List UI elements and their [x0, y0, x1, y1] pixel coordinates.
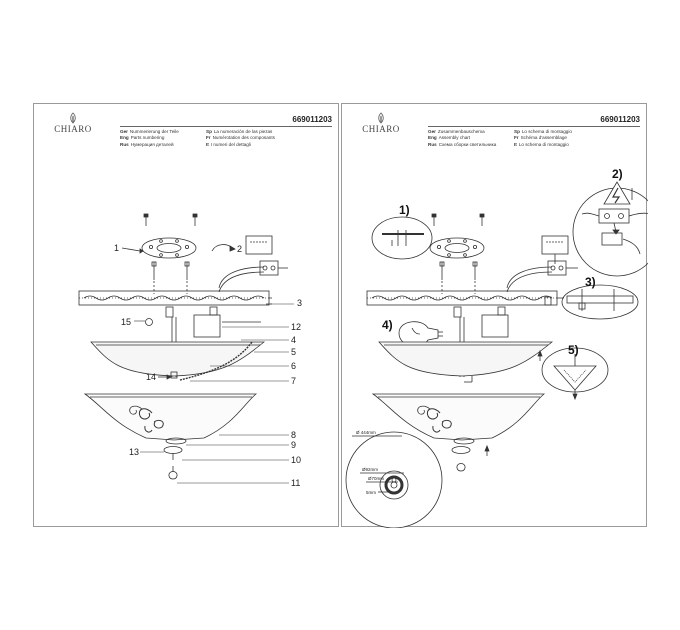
header-rule — [120, 126, 332, 127]
callout-10: 10 — [291, 455, 301, 465]
assembly-drawing: 1) 2) 3) 4) 5) Ø 444mm Ø92mm Ø70mm 5mm — [345, 167, 648, 528]
callout-7: 7 — [291, 376, 296, 386]
step-label-1: 1) — [399, 203, 410, 217]
bolt-icon — [151, 261, 157, 280]
callout-9: 9 — [291, 440, 296, 450]
product-code: 669011203 — [292, 115, 332, 124]
callout-3: 3 — [297, 298, 302, 308]
callout-14: 14 — [146, 372, 156, 382]
callout-4: 4 — [291, 335, 296, 345]
callout-5: 5 — [291, 347, 296, 357]
dimension-outer: Ø 444mm — [356, 430, 376, 435]
brand-logo: CHIARO — [48, 112, 98, 134]
step-label-4: 4) — [382, 318, 393, 332]
warning-triangle-icon — [603, 181, 631, 205]
callout-6: 6 — [291, 361, 296, 371]
step-label-5: 5) — [568, 343, 579, 357]
shade-dimension-disc — [345, 431, 443, 528]
callout-15: 15 — [121, 317, 131, 327]
brand-name: CHIARO — [54, 124, 92, 134]
callout-8: 8 — [291, 430, 296, 440]
header-rule — [428, 126, 640, 127]
bolt-icon — [184, 261, 190, 280]
callout-13: 13 — [129, 447, 139, 457]
product-code: 669011203 — [600, 115, 640, 124]
flame-logo-icon — [70, 112, 76, 124]
screw-icon — [192, 213, 198, 226]
callout-1: 1 — [114, 243, 119, 253]
callout-11: 11 — [291, 478, 300, 488]
step-label-3: 3) — [585, 275, 596, 289]
callout-2: 2 — [237, 244, 242, 254]
screw-icon — [143, 213, 149, 226]
dimension-thread: 5mm — [366, 490, 376, 495]
detail-bubble-1 — [371, 216, 433, 260]
mounting-plate — [141, 237, 197, 259]
dimension-mid: Ø92mm — [362, 467, 378, 472]
exploded-parts-drawing: 1 2 3 4 5 6 7 8 9 10 11 12 13 14 15 — [78, 213, 302, 488]
flame-logo-icon — [378, 112, 384, 124]
dimension-inner: Ø70mm — [368, 476, 384, 481]
brand-name: CHIARO — [362, 124, 400, 134]
callout-12: 12 — [291, 322, 301, 332]
brand-logo: CHIARO — [356, 112, 406, 134]
step-label-2: 2) — [612, 167, 623, 181]
detail-bubble-3 — [561, 284, 639, 320]
